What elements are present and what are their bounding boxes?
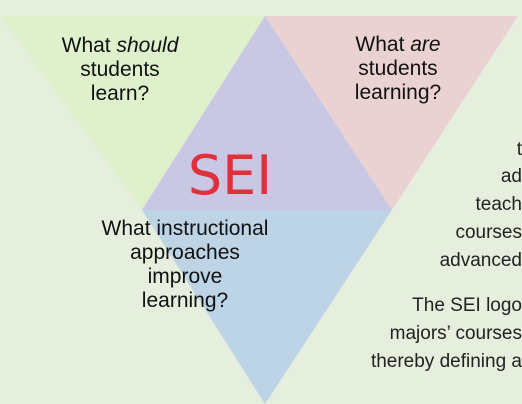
- segment-left: [0, 16, 265, 210]
- question-left-prefix: What: [61, 34, 117, 57]
- body-text-line-4: courses: [455, 222, 522, 243]
- body-text-line-8: thereby defining a: [370, 351, 522, 372]
- segment-bottom: [142, 210, 392, 404]
- body-text-line-3: teach: [475, 194, 522, 215]
- body-text-line-7: majors’ courses: [389, 323, 522, 344]
- question-right-line-3: learning?: [354, 81, 442, 104]
- question-left-emphasis: should: [116, 34, 179, 57]
- segment-right: [265, 16, 518, 210]
- question-bottom-line-4: learning?: [141, 289, 229, 312]
- sei-logo-text: SEI: [187, 144, 273, 207]
- question-bottom-line-3: improve: [147, 265, 223, 288]
- question-bottom: What instructional approaches improve le…: [100, 217, 270, 313]
- question-left: What should students learn?: [40, 34, 200, 106]
- question-right-line-2: students: [358, 57, 438, 80]
- body-text-line-6: The SEI logo: [412, 295, 522, 316]
- question-right: What are students learning?: [318, 33, 478, 105]
- body-text-line-1: t: [516, 139, 522, 160]
- body-text-line-2: ad: [500, 166, 522, 187]
- question-bottom-line-2: approaches: [130, 241, 240, 264]
- question-right-line-1: What are: [318, 33, 478, 57]
- question-left-line-1: What should: [40, 34, 200, 58]
- question-left-line-3: learn?: [90, 82, 150, 105]
- question-right-prefix: What: [355, 33, 411, 56]
- question-right-emphasis: are: [410, 33, 441, 56]
- question-bottom-line-1: What instructional: [101, 217, 269, 240]
- segment-center: [142, 16, 392, 210]
- question-left-line-2: students: [80, 58, 160, 81]
- body-text-line-5: advanced: [439, 250, 522, 271]
